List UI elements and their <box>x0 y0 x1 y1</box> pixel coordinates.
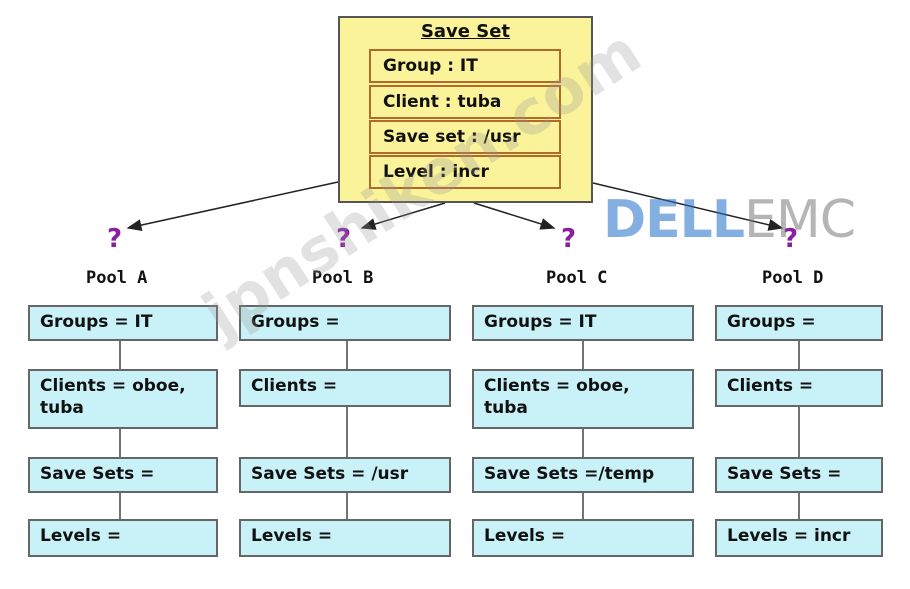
pool-a-label: Pool A <box>86 268 148 288</box>
pool-c-question-mark: ? <box>561 224 577 254</box>
pool-b-levels-box: Levels = <box>239 519 451 557</box>
dell-logo-text: DELL <box>603 190 745 250</box>
arrow-to-pool-d <box>592 182 784 231</box>
pool-d-clients-line1: Clients = <box>727 376 814 396</box>
pool-c-save-sets-box: Save Sets =/temp <box>472 457 694 493</box>
pool-box-connectors <box>119 341 800 519</box>
pool-b-clients-box: Clients = <box>239 369 451 407</box>
pool-c-groups-box: Groups = IT <box>472 305 694 341</box>
pool-a-save-sets-box: Save Sets = <box>28 457 218 493</box>
pool-c-clients-box: Clients = oboe, tuba <box>472 369 694 429</box>
pool-d-save-sets-box: Save Sets = <box>715 457 883 493</box>
dell-emc-logo-watermark: DELLEMC <box>603 190 856 250</box>
pool-d-levels-box: Levels = incr <box>715 519 883 557</box>
save-set-path-field: Save set : /usr <box>369 120 561 154</box>
pool-d-question-mark: ? <box>783 224 799 254</box>
pool-b-groups-box: Groups = <box>239 305 451 341</box>
pool-a-groups-box: Groups = IT <box>28 305 218 341</box>
arrow-to-pool-a <box>126 181 339 231</box>
pool-a-clients-line2: tuba <box>40 398 84 418</box>
save-set-level-field: Level : incr <box>369 155 561 189</box>
save-set-box: Save Set Group : IT Client : tuba Save s… <box>338 16 593 203</box>
save-set-client-field: Client : tuba <box>369 85 561 119</box>
pool-c-clients-line1: Clients = oboe, <box>484 376 630 396</box>
pool-b-question-mark: ? <box>336 224 352 254</box>
pool-c-clients-line2: tuba <box>484 398 528 418</box>
arrow-to-pool-c <box>473 202 556 230</box>
pool-b-clients-line1: Clients = <box>251 376 338 396</box>
pool-d-clients-box: Clients = <box>715 369 883 407</box>
arrow-to-pool-b <box>360 202 446 230</box>
pool-d-label: Pool D <box>762 268 824 288</box>
save-set-title: Save Set <box>420 21 511 42</box>
pool-b-label: Pool B <box>312 268 374 288</box>
save-set-group-field: Group : IT <box>369 49 561 83</box>
pool-b-save-sets-box: Save Sets = /usr <box>239 457 451 493</box>
pool-a-question-mark: ? <box>107 224 123 254</box>
pool-a-levels-box: Levels = <box>28 519 218 557</box>
pool-c-label: Pool C <box>546 268 608 288</box>
emc-logo-text: EMC <box>743 190 856 250</box>
pool-a-clients-line1: Clients = oboe, <box>40 376 186 396</box>
pool-d-groups-box: Groups = <box>715 305 883 341</box>
pool-c-levels-box: Levels = <box>472 519 694 557</box>
pool-a-clients-box: Clients = oboe, tuba <box>28 369 218 429</box>
